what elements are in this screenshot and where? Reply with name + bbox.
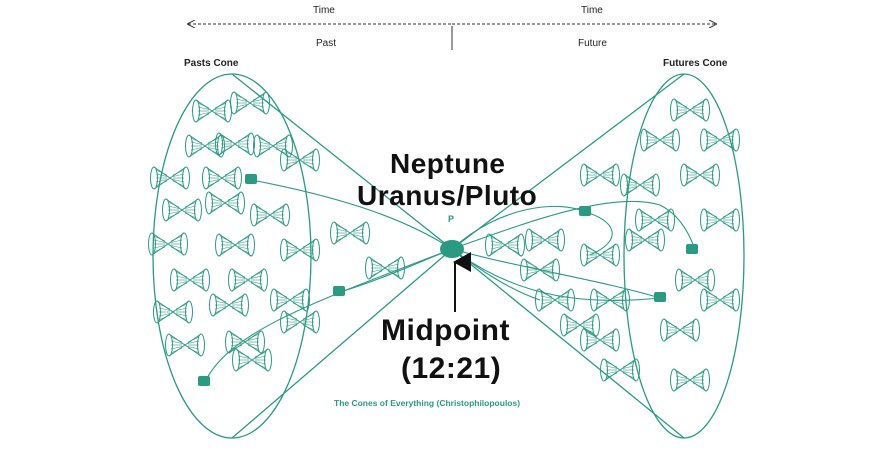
time-label-right: Time [581, 5, 603, 16]
mini-cone-16 [170, 268, 210, 292]
mini-cone-34 [635, 208, 675, 232]
mini-cone-12 [148, 232, 188, 256]
mini-cone-24 [280, 310, 320, 334]
mini-cone-14 [280, 238, 320, 262]
mini-cone-20 [270, 288, 310, 312]
apex-point-label: P [448, 214, 455, 224]
futures-cone [451, 73, 745, 439]
pasts-cone [152, 73, 453, 439]
mini-cone-39 [675, 268, 715, 292]
apex-point [440, 240, 464, 258]
mini-cone-4 [215, 132, 255, 156]
mini-cone-22 [165, 333, 205, 357]
mini-cone-27 [525, 228, 565, 252]
event-nodes [198, 174, 698, 386]
mini-cone-10 [205, 191, 245, 215]
mini-cone-17 [228, 268, 268, 292]
mini-cone-32 [700, 128, 740, 152]
mini-cone-29 [620, 173, 660, 197]
mini-cone-18 [153, 300, 193, 324]
mini-cone-37 [580, 243, 620, 267]
mini-cone-13 [215, 233, 255, 257]
pasts-cone-label: Pasts Cone [184, 58, 239, 69]
mini-cone-35 [700, 208, 740, 232]
past-label: Past [316, 38, 337, 49]
mini-cone-1 [192, 99, 232, 123]
mini-cone-23 [225, 330, 265, 354]
mini-cone-5 [253, 134, 293, 158]
time-label-left: Time [313, 5, 335, 16]
midpoint-title-line1: Midpoint [381, 314, 510, 347]
midpoint-title-line2: (12:21) [401, 352, 502, 385]
mini-cone-46 [670, 368, 710, 392]
diagram-caption: The Cones of Everything (Christophilopou… [334, 398, 521, 408]
mini-cone-19 [209, 293, 249, 317]
mini-cone-26 [485, 233, 525, 257]
mini-cone-11 [250, 203, 290, 227]
mini-cone-7 [202, 166, 242, 190]
mini-cone-42 [700, 288, 740, 312]
mini-cone-9 [162, 198, 202, 222]
mini-cone-43 [580, 328, 620, 352]
mini-cone-8 [280, 148, 320, 172]
mini-cone-33 [680, 163, 720, 187]
mini-cone-21 [365, 256, 405, 280]
future-label: Future [578, 38, 607, 49]
apex-title-line2: Uranus/Pluto [357, 180, 538, 211]
mini-cone-3 [185, 134, 225, 158]
mini-cone-38 [625, 228, 665, 252]
mini-cone-2 [230, 91, 270, 115]
mini-light-cones [148, 91, 740, 392]
mini-cone-6 [150, 166, 190, 190]
mini-cone-45 [600, 358, 640, 382]
mini-cone-44 [660, 318, 700, 342]
mini-cone-25 [232, 348, 272, 372]
mini-cone-28 [580, 163, 620, 187]
mini-cone-30 [670, 98, 710, 122]
mini-cone-31 [640, 128, 680, 152]
futures-cone-label: Futures Cone [663, 58, 728, 69]
mini-cone-15 [330, 221, 370, 245]
apex-title-line1: Neptune [390, 148, 506, 179]
world-lines [204, 179, 696, 383]
mini-cone-47 [560, 313, 600, 337]
